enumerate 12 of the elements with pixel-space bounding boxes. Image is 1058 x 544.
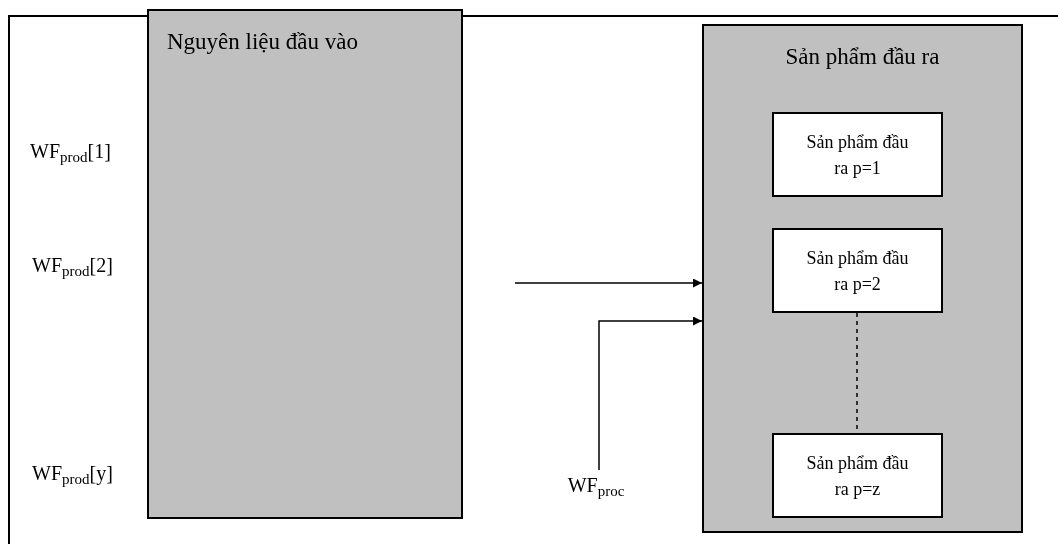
flow-label: WF$_{prod}$[y] xyxy=(32,461,113,488)
arrow xyxy=(514,278,703,288)
input-panel: Nguyên liệu đầu vào xyxy=(147,9,463,519)
panel-title: Sản phẩm đầu ra xyxy=(785,44,940,69)
edge-source-text: WF$_{proc}$ xyxy=(560,470,632,500)
flow-label: WF$_{prod}$[1] xyxy=(30,139,111,166)
process-box: Sản phẩm đầu ra p=2 xyxy=(772,228,943,313)
flow-label: WF$_{prod}$[2] xyxy=(32,253,113,280)
arrow xyxy=(598,316,703,471)
output-panel xyxy=(702,24,1023,533)
process-box: Sản phẩm đầu ra p=1 xyxy=(772,112,943,197)
process-box: Sản phẩm đầu ra p=z xyxy=(772,433,943,518)
